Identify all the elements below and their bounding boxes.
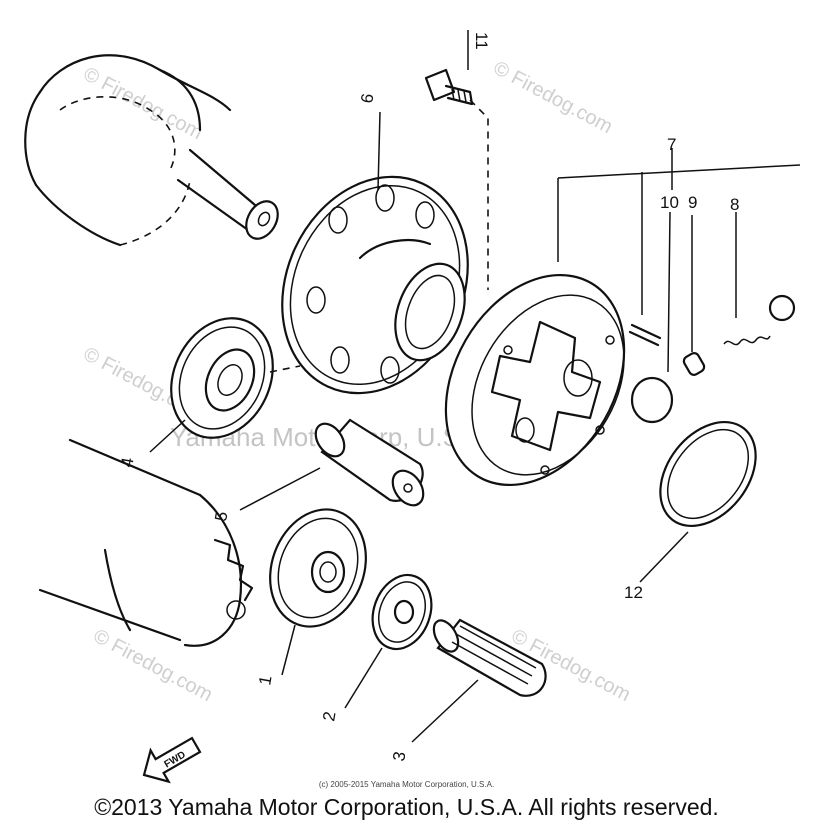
callout-1: 1 (255, 674, 275, 687)
rotor-part (38, 438, 254, 647)
callout-3: 3 (389, 750, 409, 763)
copyright-small: (c) 2005-2015 Yamaha Motor Corporation, … (318, 780, 495, 789)
callout-2: 2 (319, 710, 339, 723)
callout-leaders-top (557, 148, 801, 373)
shaft-3-part (432, 618, 547, 697)
callout-5: 5 (211, 510, 231, 523)
watermark-firedog: © Firedog.com (90, 625, 216, 706)
watermark-firedog: © Firedog.com (490, 57, 616, 138)
callout-6: 6 (357, 92, 377, 105)
copyright-main: ©2013 Yamaha Motor Corporation, U.S.A. A… (94, 794, 719, 820)
callout-7: 7 (667, 135, 676, 154)
callout-9: 9 (688, 193, 697, 212)
starter-clutch-part (444, 273, 626, 487)
callout-4: 4 (117, 456, 137, 469)
bolt-part (424, 68, 489, 290)
roller-spring-plunger-parts (628, 294, 796, 424)
gear-1-part (269, 508, 367, 628)
crankshaft-part (24, 54, 279, 247)
callout-11: 11 (472, 32, 491, 50)
washer-12-part (659, 420, 757, 528)
callout-leaders (149, 30, 689, 743)
watermark-firedog: © Firedog.com (80, 63, 206, 144)
gear-2-part (371, 573, 433, 651)
callout-12: 12 (624, 583, 643, 602)
gear-6-part (281, 175, 469, 395)
callout-8: 8 (730, 195, 739, 214)
callout-labels: 1 2 3 4 5 6 7 8 9 10 11 12 (117, 32, 739, 763)
callout-10: 10 (660, 193, 679, 212)
gear-4-part (170, 317, 301, 439)
shaft-5-part (314, 418, 425, 507)
